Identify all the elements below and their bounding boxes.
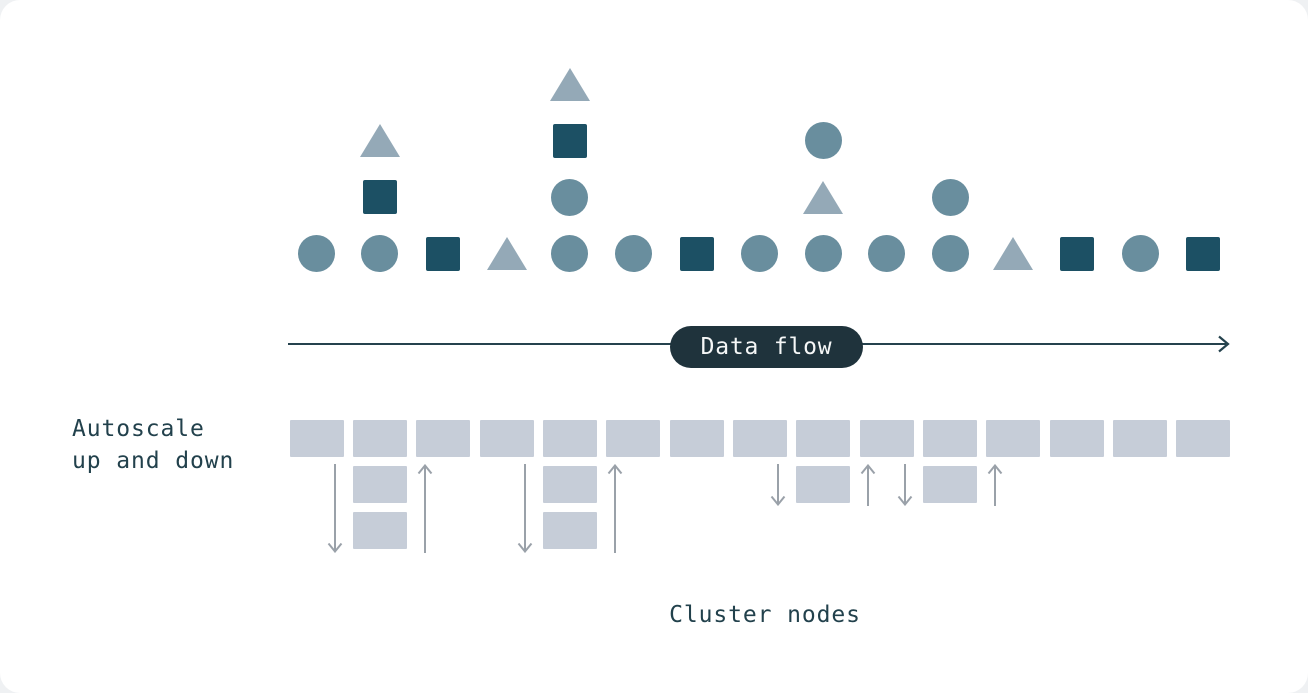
- circle-shape: [551, 235, 589, 272]
- square-shape: [552, 123, 587, 158]
- cluster-node: [289, 420, 344, 457]
- cluster-node: [796, 420, 851, 457]
- circle-shape: [361, 235, 399, 272]
- cluster-node-scaled: [352, 511, 407, 549]
- cluster-node: [479, 420, 534, 457]
- circle-shape: [1121, 235, 1159, 272]
- scale-down-arrow: [771, 464, 786, 506]
- square-shape: [362, 180, 397, 214]
- triangle-shape: [359, 124, 400, 157]
- triangle-shape: [486, 237, 527, 270]
- triangle-shape: [803, 180, 844, 214]
- circle-shape: [868, 235, 906, 272]
- cluster-node: [606, 420, 661, 457]
- cluster-node: [1049, 420, 1104, 457]
- circle-shape: [614, 235, 652, 272]
- scale-down-arrow: [897, 464, 913, 506]
- cluster-node-scaled: [923, 466, 977, 503]
- circle-shape: [551, 178, 589, 216]
- circle-shape: [298, 235, 335, 272]
- cluster-node: [416, 420, 471, 457]
- data-flow-pill: Data flow: [670, 326, 863, 368]
- cluster-node: [352, 420, 407, 457]
- circle-shape: [741, 235, 779, 272]
- cluster-node: [732, 420, 787, 457]
- circle-shape: [804, 122, 842, 159]
- autoscale-label: Autoscale up and down: [72, 416, 235, 474]
- triangle-shape: [549, 67, 590, 101]
- circle-shape: [931, 178, 969, 216]
- cluster-node: [923, 420, 977, 457]
- cluster-node-scaled: [352, 466, 407, 503]
- cluster-node: [986, 420, 1041, 457]
- cluster-node: [669, 420, 724, 457]
- scale-up-arrow: [417, 464, 433, 553]
- circle-shape: [931, 235, 969, 272]
- cluster-nodes-label: Cluster nodes: [669, 602, 861, 628]
- scale-up-arrow: [861, 464, 876, 506]
- cluster-node-scaled: [542, 466, 597, 503]
- triangle-shape: [993, 237, 1034, 270]
- cluster-node: [859, 420, 914, 457]
- square-shape: [1059, 236, 1094, 271]
- scale-up-arrow: [607, 464, 623, 553]
- cluster-node-scaled: [796, 466, 851, 503]
- square-shape: [426, 236, 461, 271]
- cluster-node: [1113, 420, 1168, 457]
- cluster-node: [1176, 420, 1231, 457]
- circle-shape: [804, 235, 842, 272]
- square-shape: [679, 236, 714, 271]
- cluster-node: [542, 420, 597, 457]
- arrowhead-icon: [1218, 335, 1230, 353]
- cluster-node-scaled: [542, 511, 597, 549]
- scale-down-arrow: [517, 464, 533, 553]
- square-shape: [1186, 236, 1221, 271]
- data-flow-label: Data flow: [700, 334, 833, 360]
- scale-down-arrow: [327, 464, 343, 553]
- scale-up-arrow: [987, 464, 1003, 506]
